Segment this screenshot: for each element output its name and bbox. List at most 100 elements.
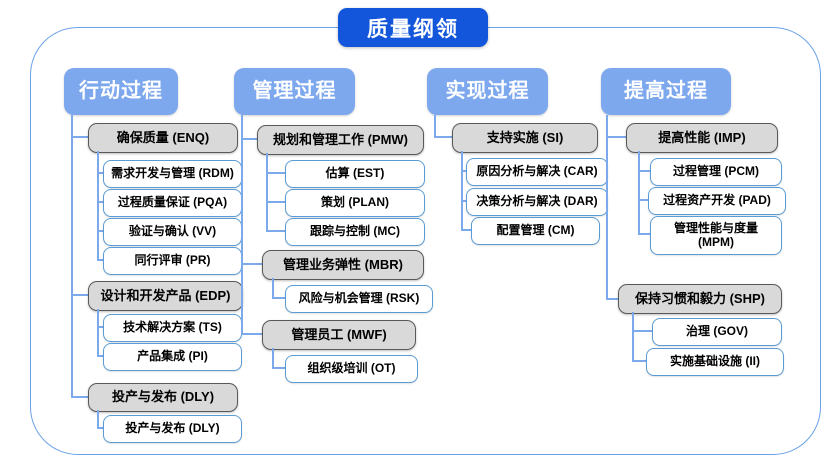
- connector-line: [97, 427, 104, 429]
- node-ts: 技术解决方案 (TS): [103, 314, 242, 342]
- connector-line: [272, 278, 274, 298]
- node-label: 管理业务弹性 (MBR): [283, 256, 403, 272]
- node-ot: 组织级培训 (OT): [285, 355, 418, 383]
- connector-line: [461, 151, 463, 230]
- node-label: 策划 (PLAN): [321, 195, 389, 210]
- node-label: 管理员工 (MWF): [291, 326, 387, 342]
- node-label: 估算 (EST): [325, 166, 385, 181]
- connector-line: [638, 233, 650, 235]
- header-label: 管理过程: [252, 80, 337, 102]
- header-label: 实现过程: [445, 80, 530, 102]
- connector-line: [638, 199, 648, 201]
- node-label: 决策分析与解决 (DAR): [476, 194, 598, 209]
- node-label: 风险与机会管理 (RSK): [298, 291, 420, 306]
- node-label: 实施基础设施 (II): [670, 354, 760, 369]
- node-gov: 治理 (GOV): [652, 318, 782, 346]
- connector-line: [97, 151, 99, 260]
- connector-line: [241, 138, 257, 140]
- connector-line: [461, 170, 466, 172]
- node-car: 原因分析与解决 (CAR): [466, 158, 608, 186]
- node-label: 治理 (GOV): [686, 324, 748, 339]
- connector-line: [272, 297, 285, 299]
- node-rdm: 需求开发与管理 (RDM): [103, 160, 242, 188]
- connector-line: [266, 172, 285, 174]
- node-dly-sub: 投产与发布 (DLY): [103, 415, 242, 443]
- connector-line: [632, 360, 646, 362]
- connector-line: [632, 330, 652, 332]
- node-label: 确保质量 (ENQ): [116, 129, 210, 145]
- node-est: 估算 (EST): [285, 160, 425, 188]
- header-action-process: 行动过程: [64, 68, 178, 115]
- node-label: 过程质量保证 (PQA): [117, 195, 228, 210]
- node-label: 设计和开发产品 (EDP): [100, 287, 231, 303]
- node-label: 投产与发布 (DLY): [125, 421, 220, 436]
- header-label: 提高过程: [624, 80, 708, 102]
- node-cm: 配置管理 (CM): [471, 217, 600, 245]
- node-ii: 实施基础设施 (II): [646, 348, 784, 376]
- node-label: 投产与发布 (DLY): [111, 389, 215, 405]
- node-dar: 决策分析与解决 (DAR): [466, 188, 608, 216]
- node-plan: 策划 (PLAN): [285, 189, 425, 217]
- node-pcm: 过程管理 (PCM): [650, 158, 782, 186]
- node-label: 配置管理 (CM): [496, 223, 575, 238]
- header-management-process: 管理过程: [234, 68, 355, 115]
- node-label: 原因分析与解决 (CAR): [476, 164, 598, 179]
- connector-line: [606, 115, 608, 299]
- header-improvement-process: 提高过程: [601, 68, 731, 115]
- node-label: 需求开发与管理 (RDM): [111, 166, 234, 181]
- node-pqa: 过程质量保证 (PQA): [103, 189, 242, 217]
- connector-line: [97, 259, 104, 261]
- connector-line: [272, 348, 274, 368]
- connector-line: [272, 367, 285, 369]
- connector-line: [434, 136, 452, 138]
- node-label: 过程资产开发 (PAD): [663, 193, 771, 208]
- header-realization-process: 实现过程: [427, 68, 548, 115]
- node-imp: 提高性能 (IMP): [626, 123, 778, 153]
- node-dly: 投产与发布 (DLY): [88, 383, 238, 412]
- node-label: 同行评审 (PR): [134, 253, 211, 268]
- node-label: 规划和管理工作 (PMW): [272, 131, 409, 147]
- node-vv: 验证与确认 (VV): [103, 218, 242, 246]
- header-label: 行动过程: [79, 80, 163, 102]
- node-label: 技术解决方案 (TS): [123, 320, 222, 335]
- connector-line: [97, 326, 104, 328]
- diagram-title-label: 质量纲领: [367, 17, 459, 41]
- connector-line: [266, 230, 285, 232]
- node-si: 支持实施 (SI): [452, 123, 598, 153]
- connector-line: [71, 396, 89, 398]
- connector-line: [97, 201, 104, 203]
- node-shp: 保持习惯和毅力 (SHP): [618, 284, 782, 314]
- node-mbr: 管理业务弹性 (MBR): [262, 250, 424, 280]
- connector-line: [266, 201, 285, 203]
- connector-line: [71, 294, 89, 296]
- node-edp: 设计和开发产品 (EDP): [88, 281, 243, 311]
- connector-line: [241, 115, 243, 335]
- connector-line: [266, 153, 268, 231]
- connector-line: [71, 136, 89, 138]
- node-label: 产品集成 (PI): [137, 349, 208, 364]
- connector-line: [97, 410, 99, 428]
- node-pi: 产品集成 (PI): [103, 343, 242, 371]
- node-pad: 过程资产开发 (PAD): [648, 187, 786, 215]
- node-mc: 跟踪与控制 (MC): [285, 218, 425, 246]
- node-pr: 同行评审 (PR): [103, 247, 242, 275]
- connector-line: [241, 333, 262, 335]
- diagram-title: 质量纲领: [338, 8, 488, 47]
- connector-line: [461, 229, 471, 231]
- connector-line: [461, 200, 466, 202]
- node-label: 保持习惯和毅力 (SHP): [634, 290, 765, 306]
- node-label: 管理性能与度量 (MPM): [673, 220, 758, 249]
- connector-line: [97, 230, 104, 232]
- node-label: 提高性能 (IMP): [658, 129, 746, 145]
- connector-line: [97, 355, 104, 357]
- node-enq: 确保质量 (ENQ): [88, 123, 238, 153]
- connector-line: [606, 298, 618, 300]
- node-label: 过程管理 (PCM): [673, 164, 759, 179]
- connector-line: [241, 263, 262, 265]
- connector-line: [434, 115, 436, 137]
- node-rsk: 风险与机会管理 (RSK): [285, 285, 433, 313]
- connector-line: [606, 136, 626, 138]
- connector-line: [638, 151, 640, 234]
- node-label: 跟踪与控制 (MC): [310, 224, 400, 239]
